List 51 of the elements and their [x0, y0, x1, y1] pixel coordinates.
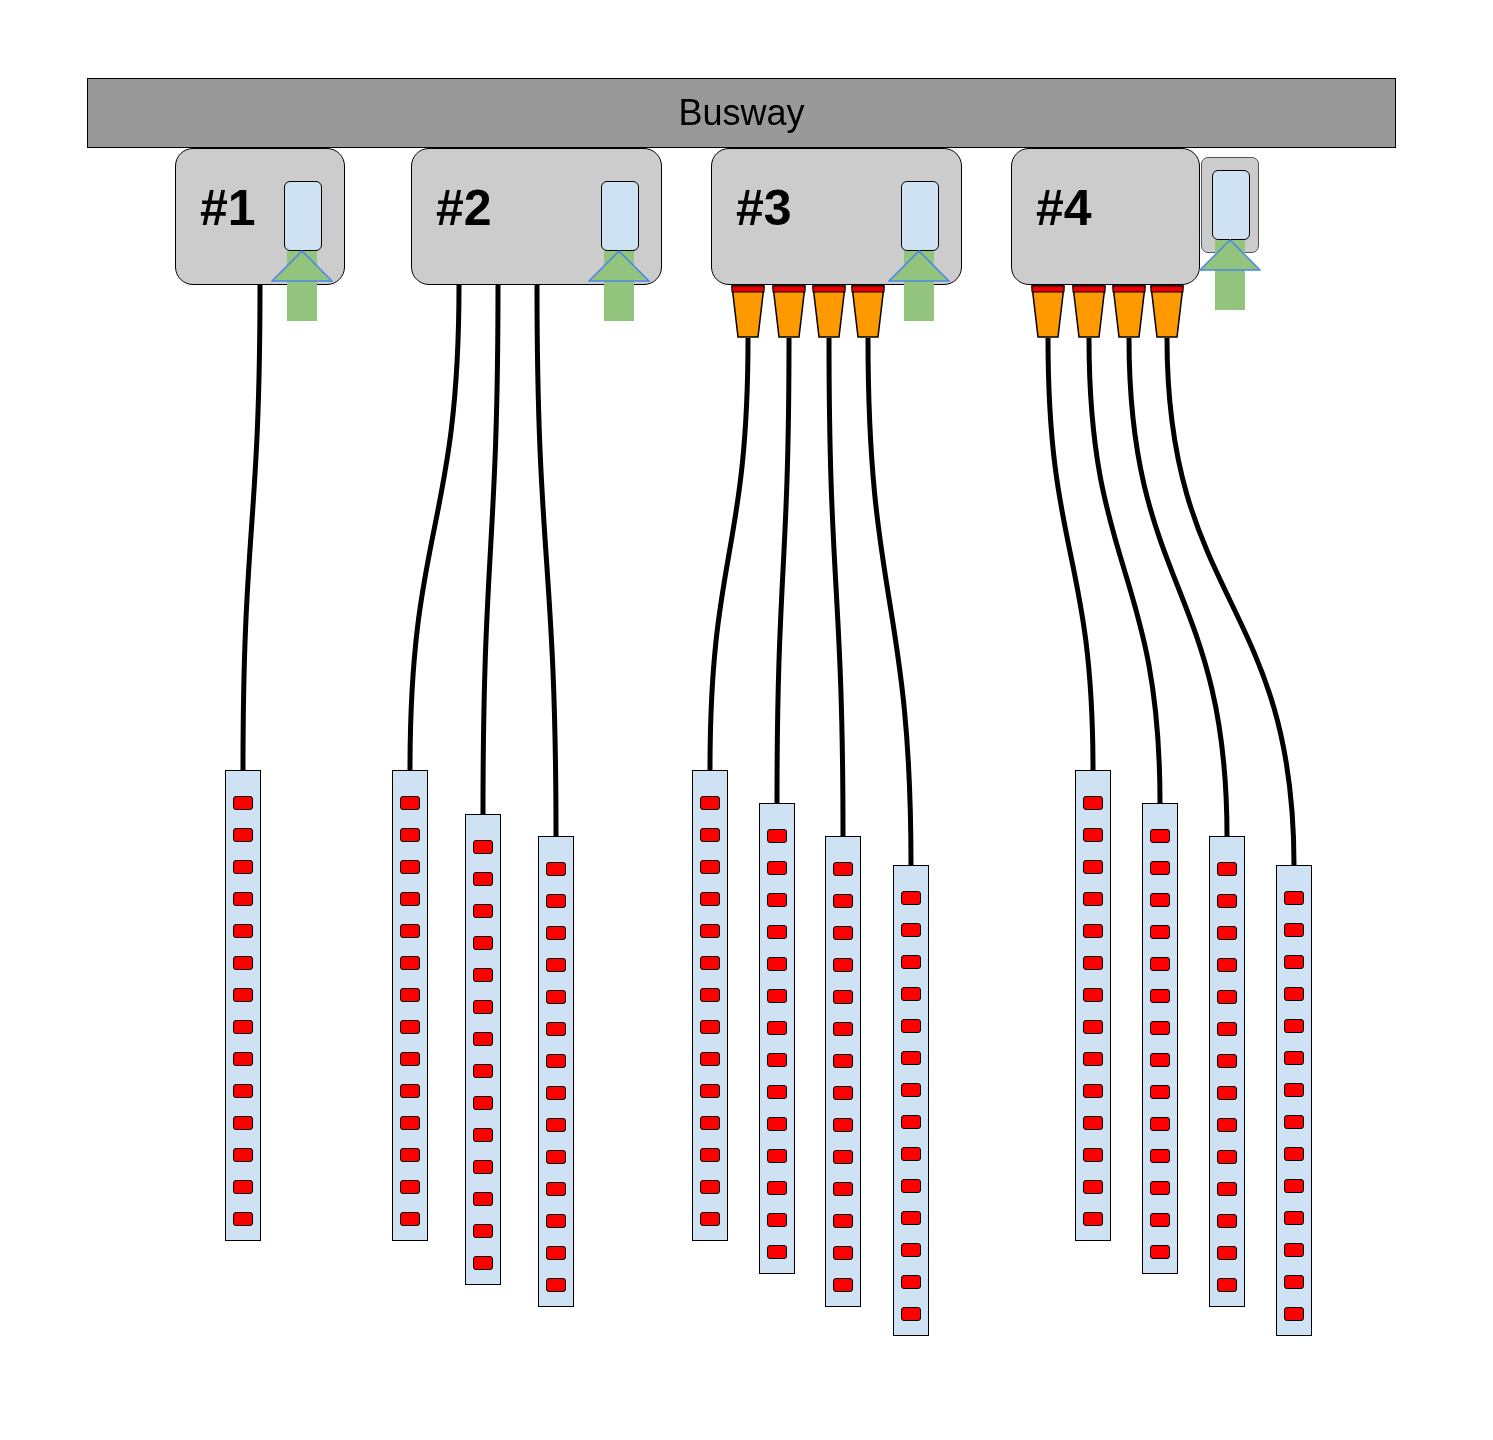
cable-connector [1072, 285, 1106, 338]
power-strip [825, 836, 861, 1307]
power-strip [1142, 803, 1178, 1274]
power-monitor [901, 181, 939, 251]
power-strip [225, 770, 261, 1241]
power-cable [1164, 337, 1297, 866]
power-monitor [284, 181, 322, 251]
power-strip [1276, 865, 1312, 1336]
tap-off-box [411, 148, 662, 285]
monitor-housing [1201, 157, 1259, 253]
power-strip [759, 803, 795, 1274]
power-strip [692, 770, 728, 1241]
power-cable [774, 338, 792, 803]
power-strip [465, 814, 501, 1285]
tap-off-box [1011, 148, 1200, 285]
power-cable [240, 285, 263, 770]
power-monitor [601, 181, 639, 251]
box-number: #2 [436, 179, 492, 237]
power-strip [1075, 770, 1111, 1241]
power-strip [392, 770, 428, 1241]
busway-label: Busway [678, 92, 805, 134]
power-cable [1045, 337, 1096, 771]
cable-connector [812, 285, 846, 338]
power-cable [480, 285, 501, 814]
power-strip [893, 865, 929, 1336]
tap-off-box [711, 148, 962, 285]
cable-connector [731, 285, 765, 338]
box-number: #4 [1036, 179, 1092, 237]
power-strip [538, 836, 574, 1307]
cable-connector [851, 285, 885, 338]
cable-connector [1031, 285, 1065, 338]
box-number: #3 [736, 179, 792, 237]
power-cable [865, 337, 914, 866]
power-cable [1086, 337, 1163, 804]
power-monitor [1212, 170, 1250, 240]
power-cable [826, 338, 846, 836]
block-arrow [271, 250, 333, 321]
block-arrow [1199, 239, 1261, 310]
block-arrow [588, 250, 650, 321]
block-arrow [888, 250, 950, 321]
cable-connector [1150, 285, 1184, 338]
power-strip [1209, 836, 1245, 1307]
busway-bar [87, 78, 1396, 148]
power-cable [1126, 337, 1230, 837]
box-number: #1 [200, 179, 256, 237]
power-cable [707, 337, 751, 771]
power-cable [407, 284, 462, 771]
cable-connector [1112, 285, 1146, 338]
tap-off-box [175, 148, 345, 285]
power-cable [534, 285, 559, 836]
cable-connector [772, 285, 806, 338]
